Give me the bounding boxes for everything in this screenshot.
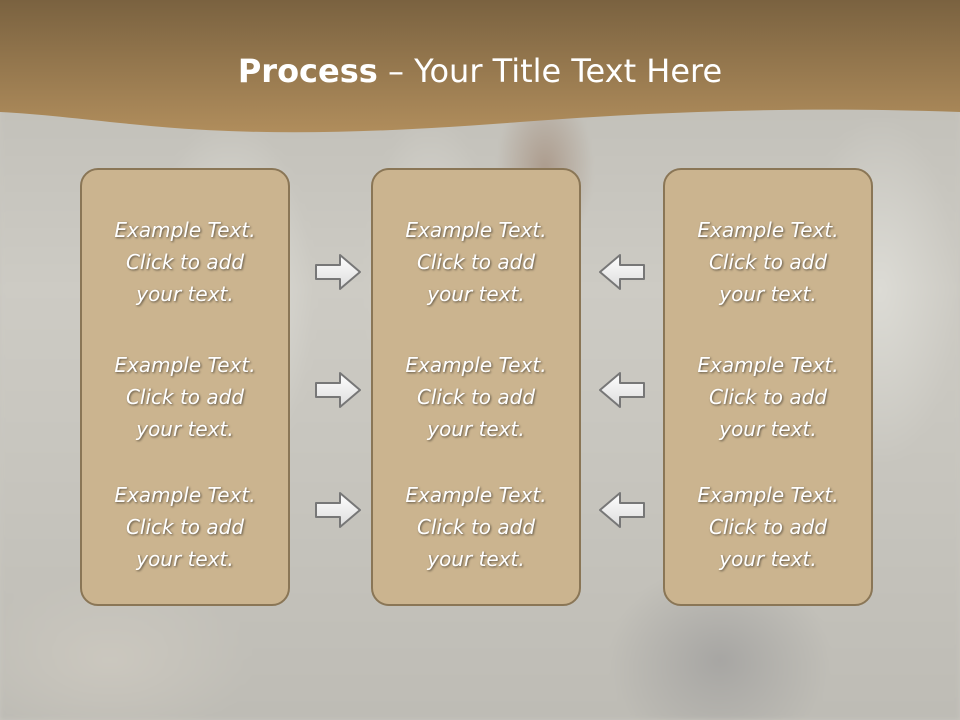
box-text[interactable]: Example Text. Click to add your text.: [114, 483, 256, 571]
process-box-center[interactable]: Example Text. Click to add your text. Ex…: [371, 168, 581, 606]
arrow-left-icon: [599, 254, 645, 290]
arrow-left-icon: [599, 492, 645, 528]
title-rest: – Your Title Text Here: [377, 52, 723, 90]
process-box-left[interactable]: Example Text. Click to add your text. Ex…: [80, 168, 290, 606]
box-text[interactable]: Example Text. Click to add your text.: [405, 353, 547, 441]
page-title[interactable]: Process – Your Title Text Here: [0, 52, 960, 90]
arrow-right-icon: [315, 254, 361, 290]
box-text[interactable]: Example Text. Click to add your text.: [405, 483, 547, 571]
arrow-left-icon: [599, 372, 645, 408]
box-text[interactable]: Example Text. Click to add your text.: [697, 483, 839, 571]
arrow-right-icon: [315, 372, 361, 408]
box-text[interactable]: Example Text. Click to add your text.: [114, 353, 256, 441]
title-bold: Process: [237, 52, 378, 90]
box-text[interactable]: Example Text. Click to add your text.: [114, 218, 256, 306]
header-band: [0, 0, 960, 133]
process-box-right[interactable]: Example Text. Click to add your text. Ex…: [663, 168, 873, 606]
box-text[interactable]: Example Text. Click to add your text.: [405, 218, 547, 306]
box-text[interactable]: Example Text. Click to add your text.: [697, 218, 839, 306]
box-text[interactable]: Example Text. Click to add your text.: [697, 353, 839, 441]
arrow-right-icon: [315, 492, 361, 528]
